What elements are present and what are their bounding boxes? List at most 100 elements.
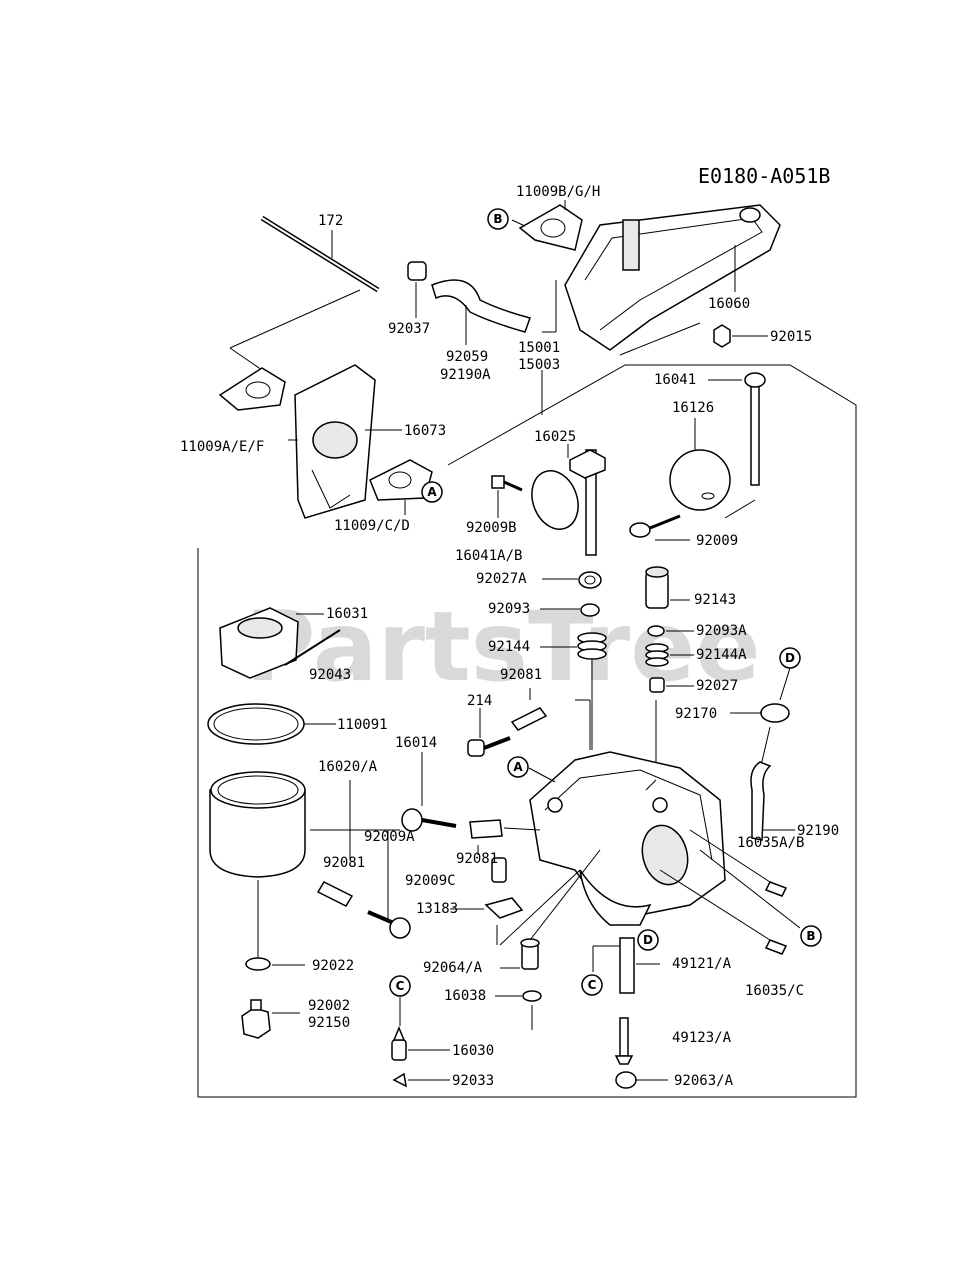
spring-92081-low-part[interactable] (316, 881, 354, 907)
clip-92170-part[interactable] (760, 703, 790, 723)
washer-92027a-part[interactable] (578, 571, 602, 589)
part-label[interactable]: 49121/A (672, 956, 732, 972)
screw-92009a-part[interactable] (367, 910, 411, 939)
spring-92144a-part[interactable] (645, 643, 669, 667)
part-label[interactable]: 92081 (500, 667, 542, 683)
screw-16014-part[interactable] (401, 808, 457, 832)
screw-spring-top-part[interactable] (510, 707, 548, 731)
part-label[interactable]: 92009A (364, 829, 415, 845)
air-filter-case-part[interactable] (564, 204, 781, 351)
part-label[interactable]: 16041 (654, 372, 696, 388)
part-label[interactable]: 11009/C/D (334, 518, 410, 534)
part-label[interactable]: 92144 (488, 639, 530, 655)
part-label[interactable]: 92009B (466, 520, 517, 536)
part-label[interactable]: 11009B/G/H (516, 184, 600, 200)
part-label[interactable]: 92190 (797, 823, 839, 839)
callout-a-body: A (507, 756, 529, 778)
part-label[interactable]: 13183 (416, 901, 458, 917)
part-label[interactable]: 92170 (675, 706, 717, 722)
part-label[interactable]: 16126 (672, 400, 714, 416)
cap-92143-part[interactable] (645, 566, 669, 609)
part-label[interactable]: 92063/A (674, 1073, 734, 1089)
washer-92022-part[interactable] (245, 957, 271, 971)
part-label[interactable]: 92093A (696, 623, 747, 639)
part-label[interactable]: 92143 (694, 592, 736, 608)
part-label[interactable]: 15001 (518, 340, 560, 356)
part-label[interactable]: 92081 (456, 851, 498, 867)
screw-92009-part[interactable] (629, 514, 681, 538)
assembly-frame (197, 364, 857, 1098)
clip-92033-part[interactable] (392, 1072, 407, 1088)
gasket-b-part[interactable] (518, 204, 583, 251)
set-screw-ab-part[interactable] (764, 881, 788, 897)
part-label[interactable]: 92144A (696, 647, 747, 663)
washer-92093a-part[interactable] (647, 625, 665, 637)
washer-92027-part[interactable] (649, 677, 665, 693)
bracket-13183-part[interactable] (484, 857, 524, 919)
part-label[interactable]: 92037 (388, 321, 430, 337)
hose-part[interactable] (431, 279, 531, 333)
screw-92009b-part[interactable] (491, 475, 523, 492)
part-label[interactable]: 214 (467, 693, 492, 709)
washer-92093-part[interactable] (580, 603, 600, 617)
part-label[interactable]: 16030 (452, 1043, 494, 1059)
part-label[interactable]: 92064/A (423, 960, 483, 976)
pilot-jet-part[interactable] (614, 1017, 634, 1065)
spring-92081-mid-part[interactable] (469, 819, 503, 839)
part-label[interactable]: 92027A (476, 571, 527, 587)
hose-92190-part[interactable] (750, 761, 772, 841)
stud-part[interactable] (260, 215, 380, 293)
part-label[interactable]: 92033 (452, 1073, 494, 1089)
float-bowl-part[interactable] (209, 771, 306, 878)
part-label[interactable]: 16060 (708, 296, 750, 312)
drain-nut-part[interactable] (241, 999, 271, 1039)
part-label[interactable]: 16020/A (318, 759, 378, 775)
svg-text:A: A (427, 485, 437, 499)
part-label[interactable]: 92150 (308, 1015, 350, 1031)
part-label[interactable]: 92190A (440, 367, 491, 383)
part-label[interactable]: 49123/A (672, 1030, 732, 1046)
part-label[interactable]: 92009 (696, 533, 738, 549)
main-jet-part[interactable] (520, 938, 540, 970)
part-label[interactable]: 16025 (534, 429, 576, 445)
part-label[interactable]: 92022 (312, 958, 354, 974)
part-label[interactable]: 16035A/B (737, 835, 804, 851)
part-label[interactable]: 92081 (323, 855, 365, 871)
part-label[interactable]: 16035/C (745, 983, 804, 999)
bolt-214-part[interactable] (467, 736, 511, 757)
part-label[interactable]: 16014 (395, 735, 437, 751)
part-label[interactable]: 92043 (309, 667, 351, 683)
part-label[interactable]: 11009A/E/F (180, 439, 264, 455)
choke-plate-part[interactable] (524, 464, 586, 535)
spring-92144-part[interactable] (577, 632, 607, 660)
needle-16030-part[interactable] (391, 1026, 407, 1061)
emulsion-tube-part[interactable] (619, 937, 635, 994)
gasket-ring-part[interactable] (207, 703, 305, 745)
throttle-plate-part[interactable] (669, 449, 731, 511)
nut-92015-part[interactable] (713, 324, 731, 348)
o-ring-part[interactable] (522, 990, 542, 1002)
svg-text:A: A (513, 760, 523, 774)
clamp-part[interactable] (407, 261, 427, 281)
part-label[interactable]: 16073 (404, 423, 446, 439)
set-screw-c-part[interactable] (764, 939, 788, 955)
part-label[interactable]: 92059 (446, 349, 488, 365)
plug-92063a-part[interactable] (615, 1071, 637, 1089)
part-label[interactable]: 92015 (770, 329, 812, 345)
part-label[interactable]: 15003 (518, 357, 560, 373)
part-label[interactable]: 172 (318, 213, 343, 229)
part-label[interactable]: 16031 (326, 606, 368, 622)
gasket-a-part[interactable] (218, 367, 286, 411)
part-label[interactable]: 92002 (308, 998, 350, 1014)
float-part[interactable] (219, 607, 299, 679)
part-label[interactable]: 110091 (337, 717, 388, 733)
part-label[interactable]: 92027 (696, 678, 738, 694)
part-label[interactable]: 92093 (488, 601, 530, 617)
carburetor-body-part[interactable] (529, 751, 726, 926)
insulator-part[interactable] (294, 364, 376, 519)
choke-shaft-part[interactable] (569, 449, 606, 556)
part-label[interactable]: 16038 (444, 988, 486, 1004)
part-label[interactable]: 92009C (405, 873, 456, 889)
part-label[interactable]: 16041A/B (455, 548, 522, 564)
throttle-shaft-part[interactable] (744, 372, 766, 486)
